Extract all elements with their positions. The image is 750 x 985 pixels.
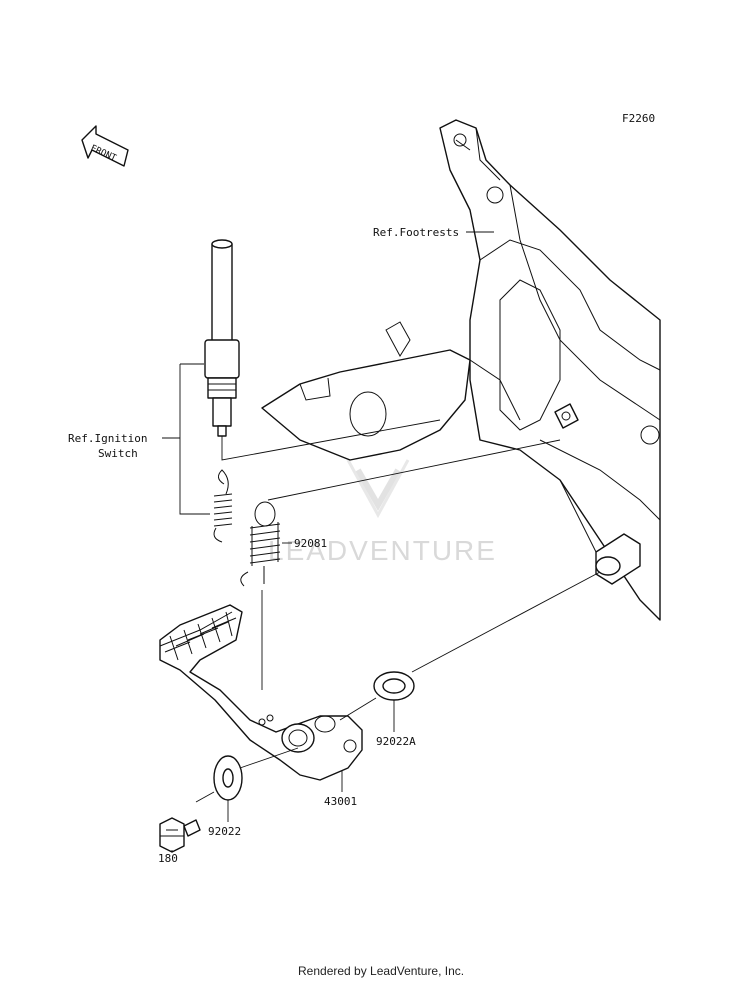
- label-180: 180: [158, 852, 178, 865]
- watermark-text: LEADVENTURE: [268, 535, 497, 566]
- front-arrow-icon: FRONT: [81, 125, 129, 167]
- frame-assembly: [261, 119, 661, 621]
- bolt-180: [159, 817, 201, 853]
- label-ref-ignition-1: Ref.Ignition: [68, 432, 147, 445]
- ignition-switch: [204, 239, 240, 437]
- washer-92022A: [373, 671, 415, 701]
- brake-pedal-43001: [159, 604, 363, 781]
- label-43001: 43001: [324, 795, 357, 808]
- washer-92022: [213, 755, 243, 801]
- footer-credit: Rendered by LeadVenture, Inc.: [298, 964, 464, 978]
- watermark: LEADVENTURE: [268, 459, 497, 566]
- label-ref-ignition-2: Switch: [98, 447, 138, 460]
- return-spring-92081: [240, 501, 281, 587]
- diagram-code: F2260: [622, 112, 655, 125]
- label-92081: 92081: [294, 537, 327, 550]
- label-92022: 92022: [208, 825, 241, 838]
- label-ref-footrests: Ref.Footrests: [373, 226, 459, 239]
- switch-spring: [213, 469, 233, 543]
- label-92022A: 92022A: [376, 735, 416, 748]
- reference-lines: [162, 231, 601, 852]
